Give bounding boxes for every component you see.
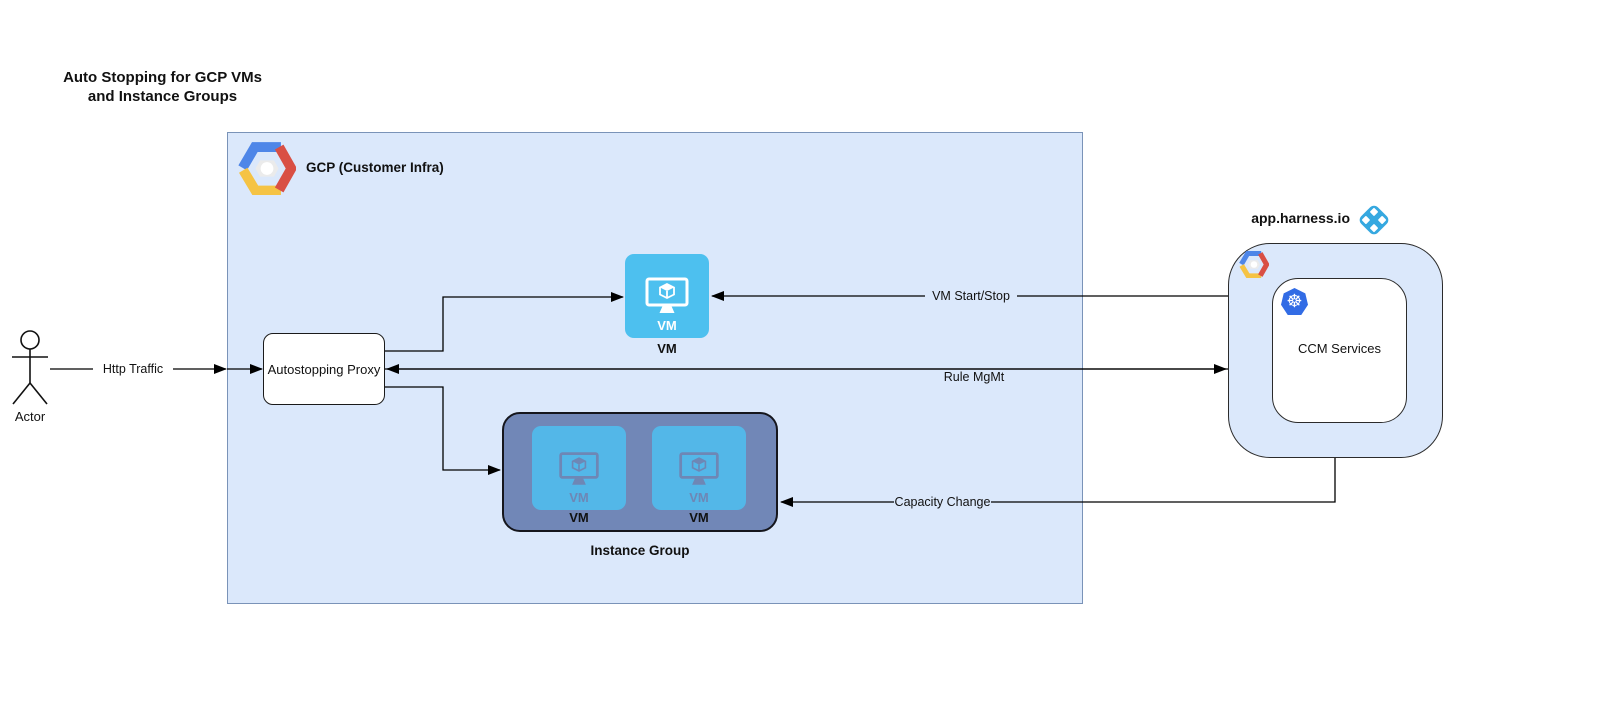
instance-group-vm1-label: VM — [569, 510, 589, 525]
diagram-title-line1: Auto Stopping for GCP VMs — [63, 69, 262, 86]
edge-label-rule-mgmt: Rule MgMt — [943, 370, 1005, 384]
instance-group-container: VM VM VM VM — [502, 412, 778, 532]
vm-node-label: VM — [657, 341, 677, 356]
edge-label-http-traffic: Http Traffic — [93, 362, 173, 377]
gcp-container-label: GCP (Customer Infra) — [306, 160, 444, 175]
instance-group-vm2-icon: VM — [652, 426, 746, 510]
diagram-title-line2: and Instance Groups — [87, 88, 238, 105]
gcp-logo-small-icon — [1239, 251, 1269, 278]
edge-label-capacity-change: Capacity Change — [894, 495, 991, 510]
autostopping-proxy-node: Autostopping Proxy — [263, 333, 385, 405]
vm-node-icon: VM — [625, 254, 709, 338]
instance-group-vm1-icon: VM — [532, 426, 626, 510]
ccm-services-label: CCM Services — [1297, 341, 1382, 356]
compute-monitor-icon — [559, 452, 599, 485]
gcp-logo-icon — [238, 142, 296, 195]
vm-icon-text: VM — [569, 490, 589, 505]
diagram-title: Auto Stopping for GCP VMs and Instance G… — [40, 68, 285, 106]
harness-title: app.harness.io — [1251, 210, 1350, 226]
instance-group-vm2-label: VM — [689, 510, 709, 525]
compute-monitor-icon — [679, 452, 719, 485]
vm-icon-text: VM — [689, 490, 709, 505]
actor-label: Actor — [14, 409, 46, 424]
compute-monitor-icon — [645, 277, 689, 313]
edge-label-vm-start-stop: VM Start/Stop — [925, 289, 1017, 304]
harness-logo-icon — [1359, 205, 1389, 235]
vm-icon-text: VM — [657, 318, 677, 333]
instance-group-label: Instance Group — [590, 543, 690, 558]
actor-icon — [12, 330, 48, 405]
autostopping-proxy-label: Autostopping Proxy — [267, 361, 381, 377]
